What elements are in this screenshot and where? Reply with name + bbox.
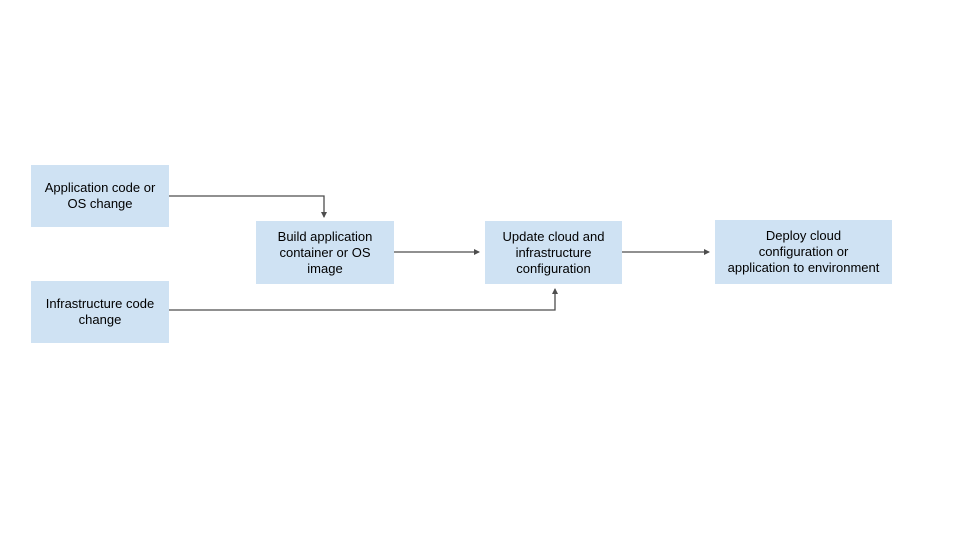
node-label-line: Application code or [44,180,156,195]
node-label-line: configuration [516,260,591,276]
node-label-line: application to environment [727,260,880,275]
node-label-line: Deploy cloud [765,228,842,243]
node-label-line: Update cloud and [502,228,605,244]
node-label-line: image [307,260,343,276]
node-deploy-cloud-configuration-or-application-to-environment: Deploy cloud configuration or applicatio… [715,220,892,284]
node-label-line: change [78,312,122,327]
node-label-line: Build application [277,228,373,244]
node-label-line: OS change [67,196,133,211]
node-label-line: container or OS [279,244,371,260]
node-infrastructure-code-change: Infrastructure code change [31,281,169,343]
node-label-line: configuration or [758,244,849,259]
node-application-code-or-os-change: Application code or OS change [31,165,169,227]
node-label-line: Infrastructure code [45,296,155,311]
node-build-application-container-or-os-image: Build application container or OS image [256,221,394,284]
node-update-cloud-and-infrastructure-configuration: Update cloud and infrastructure configur… [485,221,622,284]
node-label-line: infrastructure [515,244,592,260]
connector-infra-change-to-update [169,288,558,311]
connector-app-change-to-build [169,195,327,218]
